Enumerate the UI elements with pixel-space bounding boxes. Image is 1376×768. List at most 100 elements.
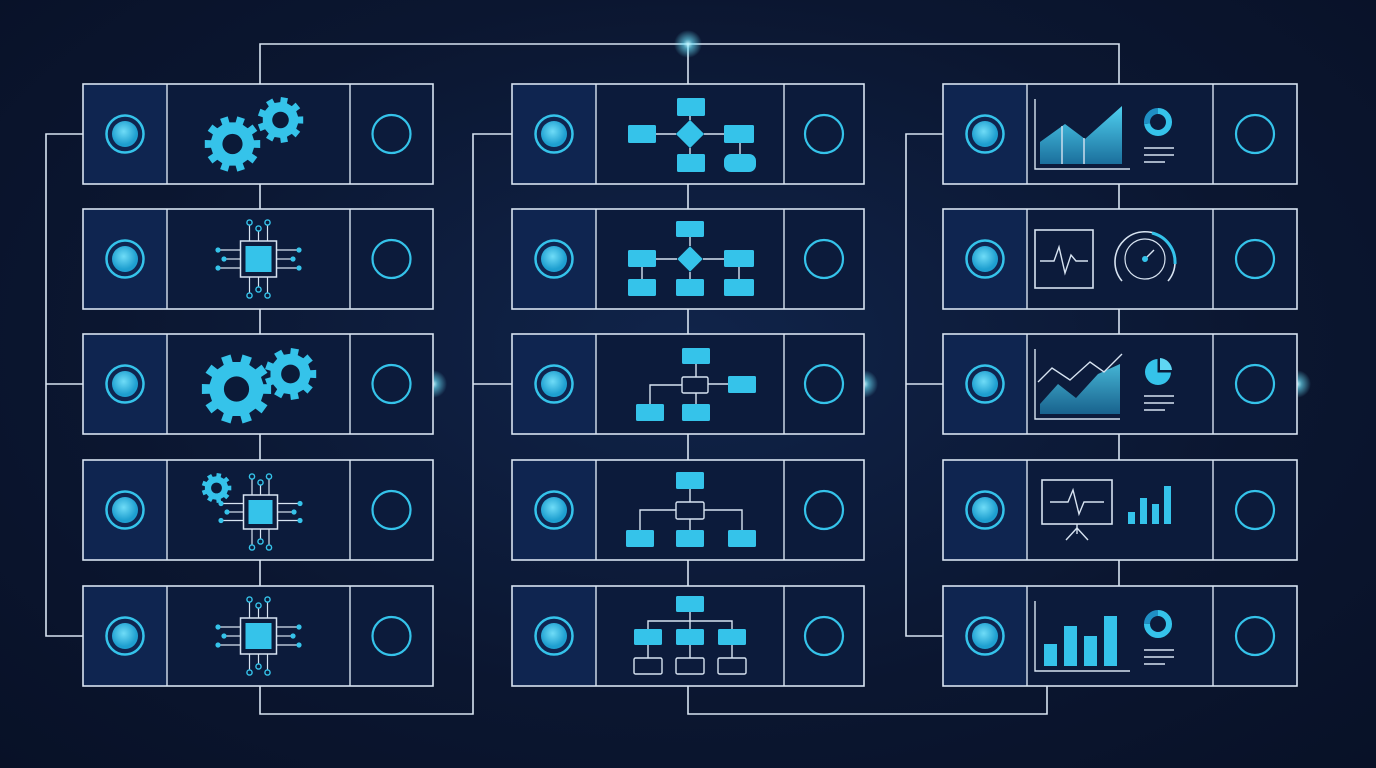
module-output-cell [1213,460,1297,560]
output-ring [803,238,845,280]
module-output-cell [1213,334,1297,434]
status-dot [105,114,145,154]
large-gears-icon [201,348,317,424]
status-dot [965,364,1005,404]
presentation-bars-icon [1041,479,1171,541]
module-frame [511,208,865,310]
module-output-cell [350,84,433,184]
line-chart-pie-icon [1034,349,1174,420]
module-output-cell [784,84,864,184]
module-output-cell [1213,209,1297,309]
status-dot [105,239,145,279]
status-dot [105,616,145,656]
flowchart-decision-icon [628,98,756,172]
module-output-cell [784,586,864,686]
output-ring [371,363,412,405]
output-ring [803,489,845,531]
circuit-chip-icon [215,219,302,299]
status-dot [105,490,145,530]
module-frame [942,208,1298,310]
status-dot [534,364,574,404]
flowchart-grid-icon [628,221,754,296]
output-ring [803,363,845,405]
module-frame [82,83,434,185]
connector-line [45,133,83,637]
monitor-gauge-icon [1034,229,1177,289]
module-output-cell [350,209,433,309]
module-row-analytics-1 [942,83,1298,185]
output-ring [1234,489,1276,531]
module-row-workflow-4 [511,459,865,561]
module-output-cell [784,334,864,434]
output-ring [1234,238,1276,280]
connector-lines [45,43,1120,715]
output-ring [371,238,412,280]
module-row-analytics-5 [942,585,1298,687]
status-dot [965,114,1005,154]
module-frame [82,585,434,687]
status-dot [965,616,1005,656]
module-frame [82,459,434,561]
chip-network-icon [215,596,302,676]
module-output-cell [784,460,864,560]
connector-line [259,133,512,715]
output-ring [1234,363,1276,405]
output-ring [1234,113,1276,155]
module-output-cell [350,334,433,434]
gear-chip-icon [201,473,303,551]
twin-gears-icon [204,97,304,172]
module-row-analytics-4 [942,459,1298,561]
output-ring [803,113,845,155]
output-ring [371,113,412,155]
module-row-automation-5 [82,585,434,687]
module-icon-cell [1027,209,1213,309]
status-dot [965,490,1005,530]
output-ring [371,489,412,531]
connector-line [905,133,946,637]
module-output-cell [1213,84,1297,184]
status-dot [965,239,1005,279]
status-dot [534,616,574,656]
module-icon-cell [1027,586,1213,686]
module-output-cell [1213,586,1297,686]
module-row-automation-4 [82,459,434,561]
module-output-cell [350,460,433,560]
connector-line [687,686,1048,715]
flowchart-branch-icon [636,348,756,421]
module-row-analytics-2 [942,208,1298,310]
hierarchy-icon [633,596,747,675]
status-dot [534,114,574,154]
module-icon-cell [1027,460,1213,560]
module-frame [942,459,1298,561]
status-dot [534,490,574,530]
status-dot [105,364,145,404]
status-dot [534,239,574,279]
module-icon-cell [167,84,350,184]
module-frame [942,585,1298,687]
module-row-workflow-5 [511,585,865,687]
module-frame [942,333,1298,435]
module-row-workflow-1 [511,83,865,185]
module-output-cell [784,209,864,309]
module-row-automation-3 [82,333,434,435]
output-ring [803,615,845,657]
output-ring [1234,615,1276,657]
module-frame [511,459,865,561]
bar-chart-donut-icon [1034,601,1174,672]
module-frame [82,208,434,310]
area-chart-donut-icon [1034,99,1174,170]
module-frame [942,83,1298,185]
module-output-cell [350,586,433,686]
module-rows [82,83,1298,687]
module-row-analytics-3 [942,333,1298,435]
module-row-automation-1 [82,83,434,185]
module-frame [511,585,865,687]
output-ring [371,615,412,657]
module-row-workflow-2 [511,208,865,310]
module-frame [511,83,865,185]
glow-node [674,30,702,58]
module-row-workflow-3 [511,333,865,435]
module-frame [511,333,865,435]
